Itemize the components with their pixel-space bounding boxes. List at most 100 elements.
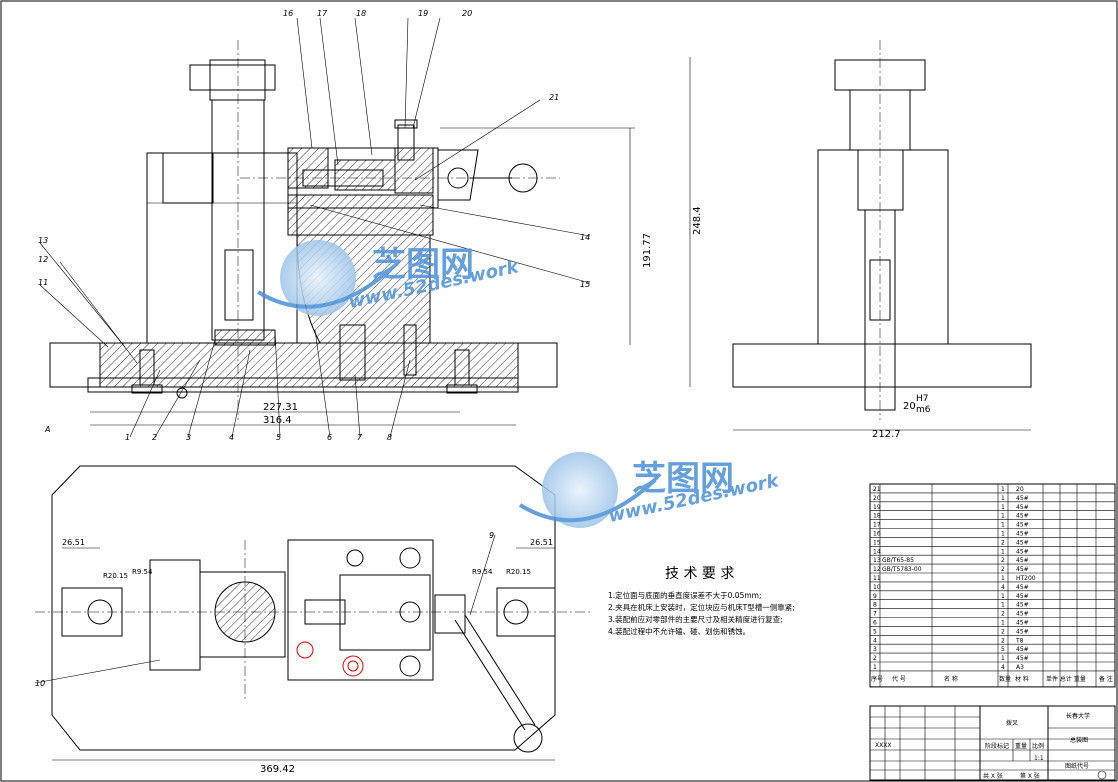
tech-req-item-1: 1.定位面与底面的垂直度误差不大于0.05mm; [608, 590, 762, 600]
balloon-7: 7 [357, 433, 363, 442]
bom-row-number: 11 [873, 575, 881, 582]
watermark-brand-2: 芝图网 [632, 459, 734, 499]
title-scale-label: 比例 [1032, 742, 1044, 750]
bom-row-number: 9 [873, 593, 877, 600]
dim-front-inner-width: 227.31 [263, 402, 298, 413]
title-weight-label: 重量 [1015, 742, 1027, 750]
title-drawing-name: 总装图 [1070, 736, 1088, 744]
dim-top-left-offset: 26.51 [62, 538, 85, 547]
balloon-8: 8 [387, 433, 392, 442]
bom-row-number: 2 [873, 655, 877, 662]
bom-row-material: 45# [1016, 593, 1029, 600]
dim-fit-lower: m6 [916, 405, 931, 415]
bom-row-number: 20 [873, 495, 881, 502]
balloon-3: 3 [186, 433, 191, 442]
bom-row-material: 45# [1016, 628, 1029, 635]
bom-row-material: 45# [1016, 548, 1029, 555]
balloon-9: 9 [489, 531, 494, 540]
bom-row-qty: 2 [1001, 566, 1005, 573]
bom-row-material: 45# [1016, 522, 1029, 529]
bom-row-qty: 1 [1001, 513, 1005, 520]
title-drawing-code: 图纸代号 [1065, 762, 1089, 770]
balloon-1: 1 [125, 433, 130, 442]
bom-row-qty: 1 [1001, 531, 1005, 538]
bom-header-cell: 备 注 [1099, 675, 1113, 683]
balloon-21: 21 [549, 93, 559, 102]
title-university: 长春大学 [1066, 712, 1090, 720]
bom-row-material: 45# [1016, 531, 1029, 538]
balloon-17: 17 [317, 9, 328, 18]
balloon-2: 2 [152, 433, 157, 442]
bom-row-number: 18 [873, 513, 881, 520]
balloon-5: 5 [276, 433, 281, 442]
bom-row-qty: 2 [1001, 611, 1005, 618]
bom-row-number: 6 [873, 620, 877, 627]
balloon-20: 20 [462, 9, 472, 18]
dim-radius-right-b: R20.15 [506, 568, 531, 576]
bom-row-material: 45# [1016, 620, 1029, 627]
bom-row-material: A3 [1016, 664, 1024, 671]
bom-row-number: 21 [873, 486, 881, 493]
bom-row-qty: 2 [1001, 557, 1005, 564]
bom-row-number: 15 [873, 539, 881, 546]
bom-header-cell: 材 料 [1015, 675, 1029, 683]
bom-header-cell: 单件 总计 重量 [1046, 675, 1086, 683]
tech-req-title: 技 术 要 求 [665, 566, 734, 582]
tech-req-item-4: 4.装配过程中不允许磕、碰、划伤和锈蚀。 [608, 626, 750, 636]
bom-row-material: HT200 [1016, 575, 1036, 582]
bom-row-material: 45# [1016, 504, 1029, 511]
balloon-6: 6 [327, 433, 332, 442]
dim-fit-upper: H7 [916, 394, 929, 404]
bom-row-number: 5 [873, 628, 877, 635]
watermark-brand-1: 芝图网 [372, 245, 474, 285]
dim-side-width: 212.7 [872, 429, 901, 440]
dim-top-right-offset: 26.51 [530, 538, 553, 547]
bom-row-qty: 1 [1001, 602, 1005, 609]
title-part-name: 拨叉 [1006, 719, 1018, 727]
bom-row-qty: 1 [1001, 522, 1005, 529]
bom-row-qty: 2 [1001, 628, 1005, 635]
bom-row-number: 8 [873, 602, 877, 609]
bom-row-material: 45# [1016, 611, 1029, 618]
bom-row-qty: 1 [1001, 504, 1005, 511]
title-designer: XXXX [875, 742, 891, 749]
balloon-11: 11 [38, 278, 48, 287]
tech-req-item-3: 3.装配前应对零部件的主要尺寸及相关精度进行复查; [608, 614, 783, 624]
balloon-19: 19 [418, 9, 428, 18]
bom-row-material: 45# [1016, 495, 1029, 502]
balloon-10: 10 [35, 679, 45, 688]
tech-req-item-2: 2.夹具在机床上安装时，定位块应与机床T型槽一侧靠紧; [608, 602, 795, 612]
watermark-2: 芝图网 www.52des.work [518, 452, 781, 528]
bom-row-number: 1 [873, 664, 877, 671]
balloon-18: 18 [356, 9, 366, 18]
bom-row-number: 7 [873, 611, 877, 618]
bom-row-material: 45# [1016, 655, 1029, 662]
bom-row-qty: 1 [1001, 593, 1005, 600]
balloon-14: 14 [580, 233, 590, 242]
balloon-16: 16 [283, 9, 293, 18]
bom-row-number: 19 [873, 504, 881, 511]
title-block [869, 705, 1116, 781]
dim-front-height: 191.77 [642, 233, 653, 268]
bom-row-material: 45# [1016, 602, 1029, 609]
bom-row-qty: 1 [1001, 486, 1005, 493]
bom-header-cell: 名 称 [944, 675, 958, 683]
bom-row-qty: 5 [1001, 646, 1005, 653]
bom-row-material: 45# [1016, 539, 1029, 546]
side-view [689, 40, 1032, 431]
dim-side-height: 248.4 [692, 206, 703, 235]
bom-row-number: 17 [873, 522, 881, 529]
bom-row-number: 10 [873, 584, 881, 591]
balloon-15: 15 [580, 280, 590, 289]
balloon-12: 12 [38, 255, 48, 264]
bom-row-number: 4 [873, 637, 877, 644]
dim-top-width: 369.42 [260, 764, 295, 775]
watermark-1: 芝图网 www.52des.work [256, 240, 521, 316]
bom-row-number: 16 [873, 531, 881, 538]
bom-row-material: 45# [1016, 513, 1029, 520]
dim-radius-left-a: R20.15 [103, 572, 128, 580]
bom-row-code: GB/T65-85 [882, 557, 914, 564]
bom-row-number: 12 [873, 566, 881, 573]
